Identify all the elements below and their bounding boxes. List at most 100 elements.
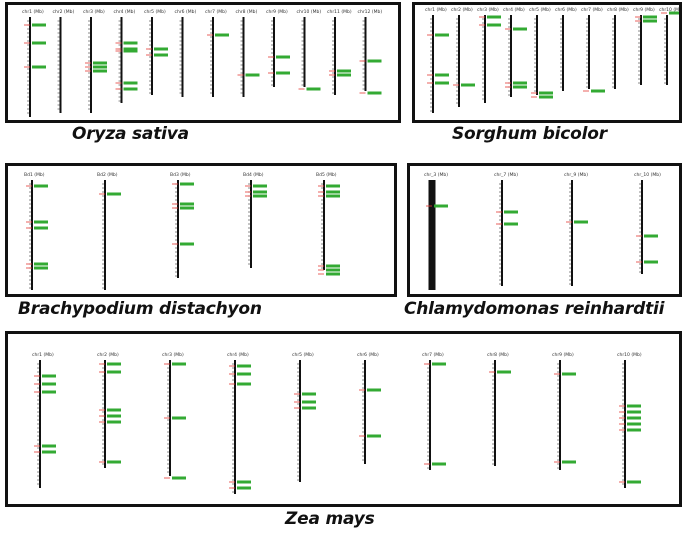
gene-label-bar <box>326 184 340 188</box>
gene-label-bar <box>93 65 107 69</box>
gene-label-bar <box>253 184 267 188</box>
chromosome-bar <box>31 180 33 290</box>
gene-label-bar <box>627 404 641 408</box>
karyotype-chlamydomonas: chr_3 (Mb)chr_7 (Mb)chr_9 (Mb)chr_10 (Mb… <box>424 172 661 290</box>
gene-label-bar <box>326 264 340 268</box>
gene-label-bar <box>237 372 251 376</box>
gene-label-bar <box>487 23 501 27</box>
chromosome-label: chr7 (Mb) <box>422 352 444 358</box>
chromosome-bar <box>571 180 573 286</box>
gene-label-bar <box>627 422 641 426</box>
gene-label-bar <box>245 73 260 77</box>
gene-label-bar <box>237 486 251 490</box>
gene-label-bar <box>435 33 449 37</box>
gene-label-bar <box>123 49 138 53</box>
gene-label-bar <box>302 400 316 404</box>
chromosome-bar <box>666 15 668 85</box>
chromosome-label: Bd3 (Mb) <box>170 172 191 178</box>
chromosome-bar <box>559 360 561 470</box>
chromosome-label: chr11 (Mb) <box>327 9 352 15</box>
gene-label-bar <box>123 47 138 51</box>
gene-label-bar <box>154 53 168 57</box>
chromosome-bar <box>250 180 252 268</box>
gene-label-bar <box>326 194 340 198</box>
gene-label-bar <box>180 242 194 246</box>
chromosome-label: chr12 (Mb) <box>358 9 383 15</box>
chromosome-label: chr7 (Mb) <box>205 9 227 15</box>
gene-label-bar <box>93 61 107 65</box>
gene-label-bar <box>574 220 588 224</box>
gene-label-bar <box>172 362 186 366</box>
chromosome-label: chr7 (Mb) <box>581 7 603 13</box>
chromosome-label: chr1 (Mb) <box>425 7 447 13</box>
chromosome-label: chr9 (Mb) <box>633 7 655 13</box>
gene-label-bar <box>276 55 290 59</box>
gene-label-bar <box>42 450 56 454</box>
gene-label-bar <box>32 65 46 69</box>
gene-label-bar <box>107 414 121 418</box>
gene-label-bar <box>215 33 229 37</box>
chromosome-bar <box>588 15 590 89</box>
gene-label-bar <box>306 87 321 91</box>
chromosome-bar <box>212 17 214 97</box>
chromosome-label: chr3 (Mb) <box>83 9 105 15</box>
gene-label-bar <box>34 262 48 266</box>
gene-label-bar <box>487 15 501 19</box>
gene-label-bar <box>107 192 121 196</box>
gene-label-bar <box>93 69 107 73</box>
gene-label-bar <box>513 27 527 31</box>
chromosome-bar <box>303 17 306 87</box>
karyotype-brachypodium: Bd1 (Mb)Bd2 (Mb)Bd3 (Mb)Bd4 (Mb)Bd5 (Mb) <box>24 172 340 290</box>
gene-label-bar <box>326 272 340 276</box>
chromosome-label: chr1 (Mb) <box>22 9 44 15</box>
gene-label-bar <box>302 406 316 410</box>
chromosome-label: chr9 (Mb) <box>552 352 574 358</box>
panel-chlamydomonas-reinhardtii: chr_3 (Mb)chr_7 (Mb)chr_9 (Mb)chr_10 (Mb… <box>407 163 682 297</box>
chromosome-bar <box>562 15 564 91</box>
gene-label-bar <box>627 410 641 414</box>
chromosome-bar <box>510 15 512 97</box>
gene-label-bar <box>237 364 251 368</box>
chromosome-label: chr_3 (Mb) <box>424 172 448 178</box>
gene-label-bar <box>562 372 576 376</box>
chromosome-label: Bd1 (Mb) <box>24 172 45 178</box>
gene-label-bar <box>432 362 446 366</box>
gene-label-bar <box>326 268 340 272</box>
gene-label-bar <box>461 83 475 87</box>
chromosome-label: chr6 (Mb) <box>175 9 197 15</box>
gene-label-bar <box>627 428 641 432</box>
gene-label-bar <box>32 41 46 45</box>
panel-brachypodium-distachyon: Bd1 (Mb)Bd2 (Mb)Bd3 (Mb)Bd4 (Mb)Bd5 (Mb) <box>5 163 397 297</box>
gene-label-bar <box>154 47 168 51</box>
gene-label-bar <box>432 462 446 466</box>
chromosome-label: chr3 (Mb) <box>162 352 184 358</box>
chromosome-label: chr5 (Mb) <box>292 352 314 358</box>
species-label-zea: Zea mays <box>285 509 375 529</box>
gene-label-bar <box>337 69 351 73</box>
chromosome-label: Bd2 (Mb) <box>97 172 118 178</box>
chromosome-bar <box>536 15 538 95</box>
chromosome-bar <box>334 17 336 95</box>
gene-label-bar <box>539 91 553 95</box>
gene-label-bar <box>643 15 657 19</box>
chromosome-bar <box>273 17 275 87</box>
chromosome-bar <box>364 360 366 464</box>
gene-label-bar <box>34 226 48 230</box>
chromosome-label: chr5 (Mb) <box>144 9 166 15</box>
gene-label-bar <box>42 390 56 394</box>
gene-label-bar <box>237 382 251 386</box>
gene-label-bar <box>367 91 382 95</box>
gene-label-bar <box>504 210 518 214</box>
chromosome-bar <box>59 17 62 113</box>
gene-label-bar <box>434 204 448 208</box>
gene-label-bar <box>42 382 56 386</box>
chromosome-label: chr3 (Mb) <box>477 7 499 13</box>
chromosome-bar <box>151 17 153 95</box>
chromosome-bar <box>641 180 643 274</box>
gene-label-bar <box>326 190 340 194</box>
chromosome-bar <box>432 15 434 113</box>
gene-label-bar <box>643 19 657 23</box>
chromosome-label: chr6 (Mb) <box>555 7 577 13</box>
gene-label-bar <box>34 266 48 270</box>
chromosome-label: chr4 (Mb) <box>503 7 525 13</box>
